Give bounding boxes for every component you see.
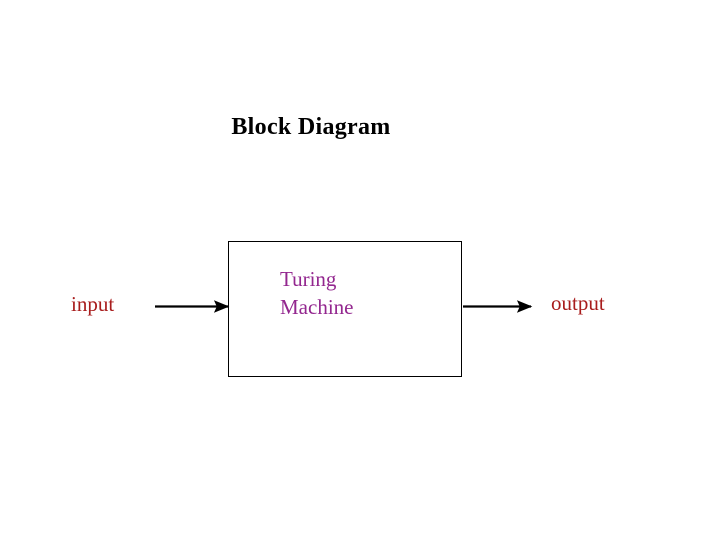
turing-machine-label: Turing Machine	[280, 267, 354, 319]
output-label: output	[551, 291, 605, 315]
page-title: Block Diagram	[231, 114, 391, 140]
input-label: input	[71, 292, 115, 316]
